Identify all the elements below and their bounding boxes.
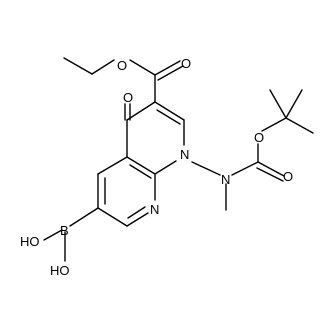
bond-c3-c2-inner xyxy=(156,109,181,125)
hydroxyl-label: HO xyxy=(20,234,40,249)
nitrogen-label: N xyxy=(221,172,230,187)
bonds xyxy=(43,57,314,262)
bond-c3-c2 xyxy=(154,101,185,121)
bond-boron-oh-top xyxy=(43,229,63,241)
bond-c4a-c8a-inner xyxy=(129,164,152,179)
oxygen-label: O xyxy=(181,56,191,71)
bond-n-boc-carbon xyxy=(231,161,259,176)
hydroxyl-label: HO xyxy=(50,263,70,278)
nitrogen-label: N xyxy=(180,147,189,162)
bond-tbutyl-ch3-left xyxy=(269,89,287,119)
bond-tbutyl-ch3-up xyxy=(285,89,303,119)
bond-tbutyl-ch3-right xyxy=(285,117,314,134)
bond-ethyl-ch2-o xyxy=(91,59,115,75)
bond-c4a-c5 xyxy=(97,156,128,175)
oxygen-label: O xyxy=(123,90,133,105)
oxygen-label: O xyxy=(254,130,264,145)
bond-o-ester-carbon xyxy=(129,59,156,76)
atom-labels: O O O N N N O O B HO HO xyxy=(20,56,293,278)
bond-c8a-n1 xyxy=(154,160,177,175)
bond-c7-n8 xyxy=(126,212,149,227)
bond-ethyl-ch3 xyxy=(63,57,93,75)
bond-c6-c7 xyxy=(97,207,128,227)
bond-boc-carbonyl-1 xyxy=(257,161,285,177)
boron-label: B xyxy=(60,223,69,238)
bond-c7-n8-inner xyxy=(127,206,146,219)
bond-n1-n-amine xyxy=(191,161,221,176)
bond-boc-carbonyl-2 xyxy=(256,167,284,182)
bond-ester-carbonyl-1 xyxy=(154,60,181,76)
bond-c4a-c8a xyxy=(126,156,156,175)
oxygen-label: O xyxy=(283,169,293,184)
bond-boc-o-tbutyl xyxy=(261,117,287,132)
bond-ester-carbonyl-2 xyxy=(157,65,184,81)
bond-c6-boron xyxy=(69,207,99,227)
bond-c3-c4 xyxy=(126,101,156,121)
nitrogen-label: N xyxy=(150,202,159,217)
oxygen-label: O xyxy=(117,58,127,73)
